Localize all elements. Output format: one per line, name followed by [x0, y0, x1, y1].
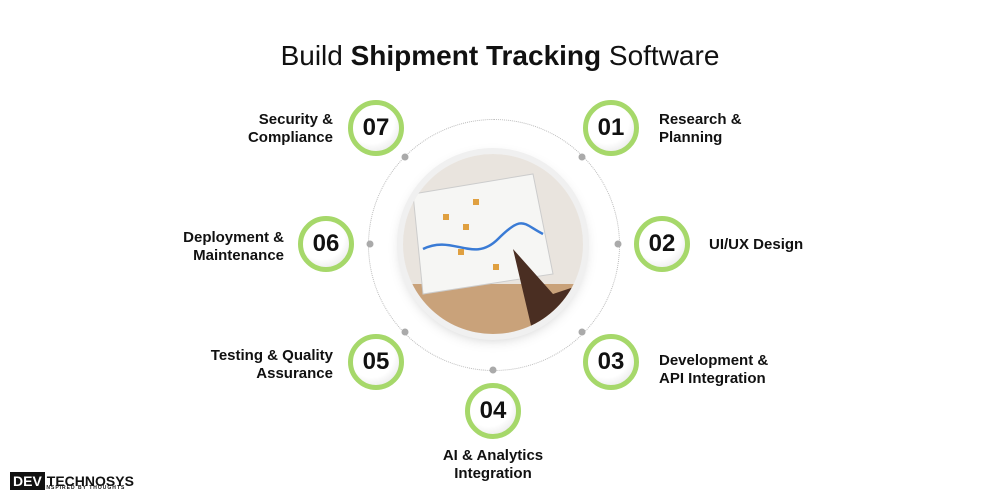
- connector-dot: [614, 240, 622, 248]
- connector-dot: [489, 366, 497, 374]
- step-badge-02: 02: [634, 216, 690, 272]
- connector-dot: [366, 240, 374, 248]
- step-badge-07: 07: [348, 100, 404, 156]
- connector-dot: [401, 153, 409, 161]
- page-title: Build Shipment Tracking Software: [280, 40, 720, 71]
- step-badge-04: 04: [465, 383, 521, 439]
- connector-dot: [578, 153, 586, 161]
- step-label-02: UI/UX Design: [709, 236, 804, 253]
- step-badge-06: 06: [298, 216, 354, 272]
- step-label-01: Research &Planning: [659, 111, 742, 146]
- tablet-map-photo: [403, 154, 583, 334]
- step-badge-03: 03: [583, 334, 639, 390]
- step-label-07: Security &Compliance: [247, 111, 333, 146]
- step-label-06: Deployment &Maintenance: [183, 229, 284, 264]
- connector-dot: [578, 328, 586, 336]
- step-badge-05: 05: [348, 334, 404, 390]
- connector-dot: [401, 328, 409, 336]
- step-badge-01: 01: [583, 100, 639, 156]
- step-label-03: Development &API Integration: [659, 352, 769, 387]
